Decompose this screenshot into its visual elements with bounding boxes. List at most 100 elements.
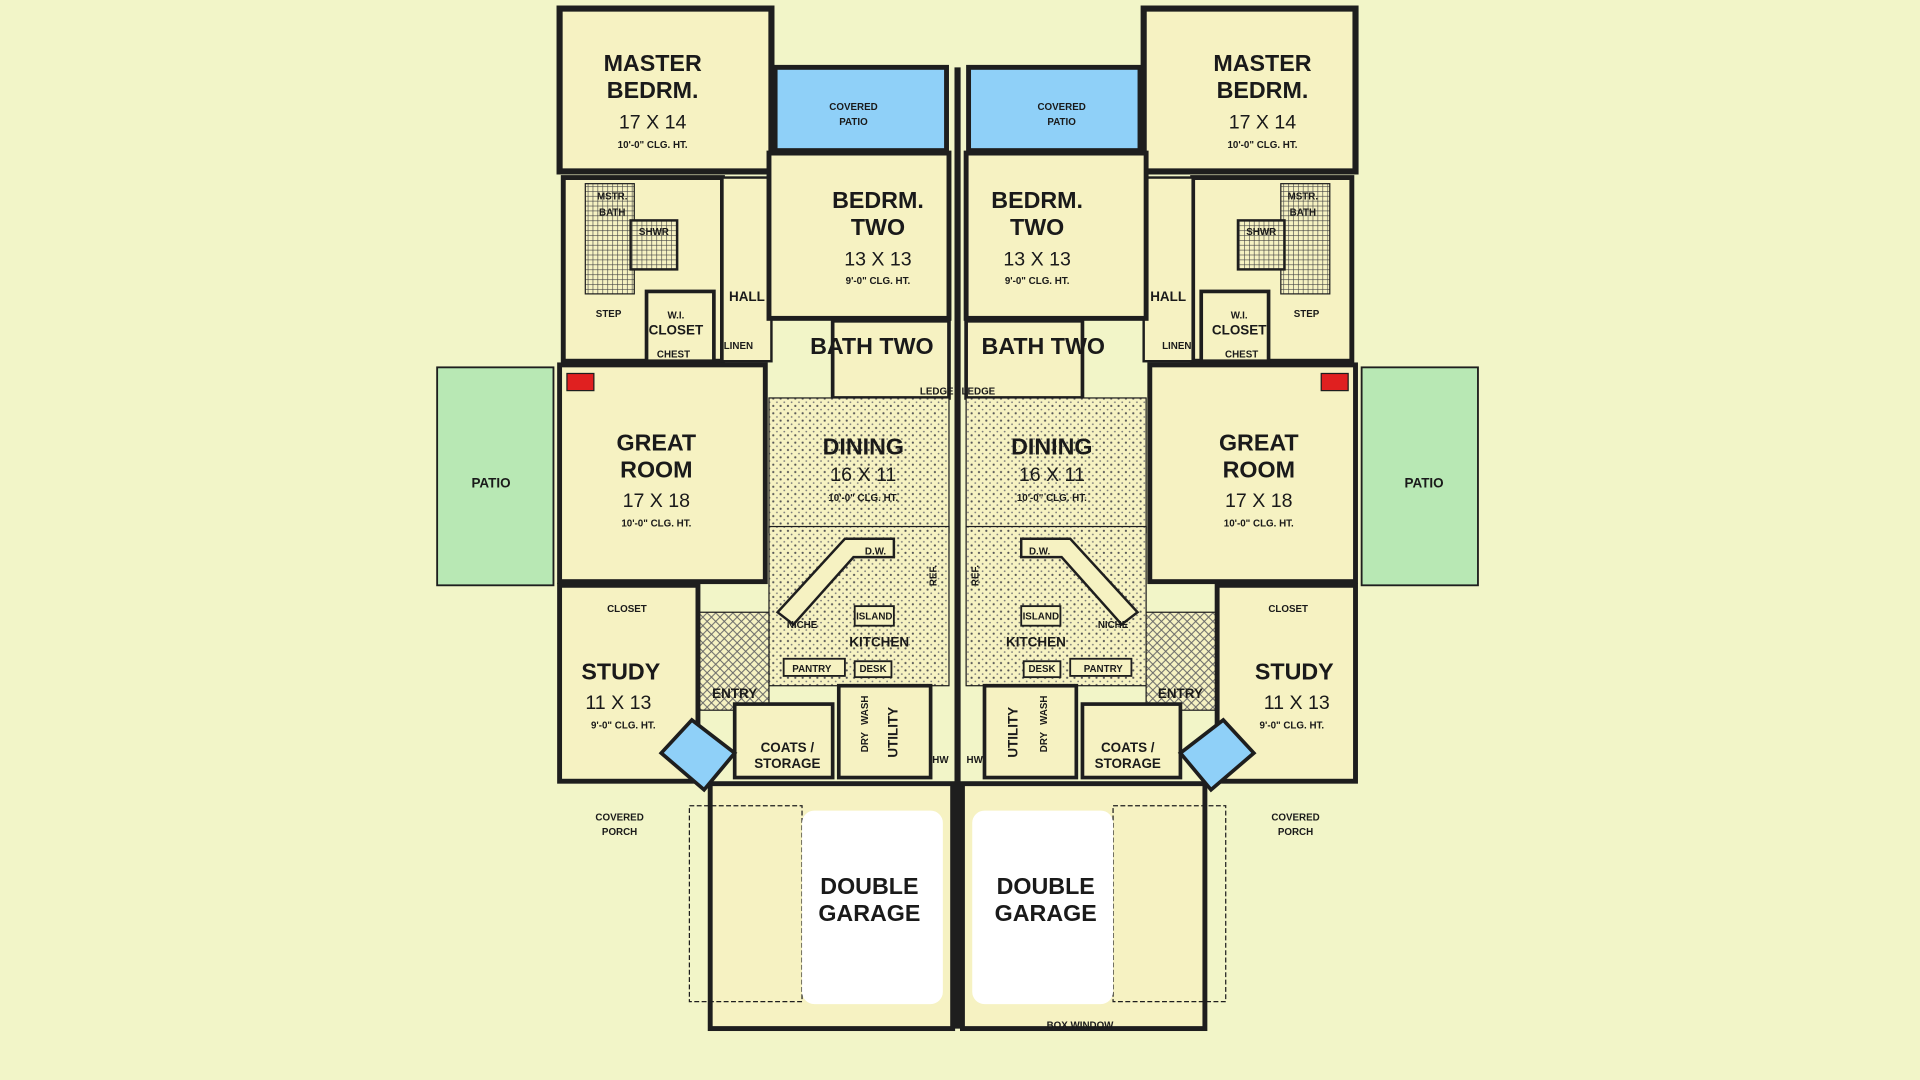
dining-clg-label: 10'-0" CLG. HT. — [828, 493, 898, 504]
covered-porch-right — [1177, 717, 1257, 793]
linen-label: LINEN — [1162, 341, 1191, 352]
kitchen-ref-label: REF. — [929, 565, 940, 586]
kitchen-dw-label: D.W. — [1029, 547, 1050, 558]
kitchen-counter-right — [1020, 537, 1140, 627]
desk-left — [853, 660, 893, 679]
master-dim-label: 17 X 14 — [1229, 112, 1297, 134]
wi-closet-l1-label: W.I. — [667, 310, 684, 321]
utility-dry-label: DRY — [1039, 731, 1050, 752]
study-name-label: STUDY — [581, 659, 660, 685]
bath-two-left — [830, 318, 951, 400]
patio-label: PATIO — [471, 475, 510, 490]
hall-right — [1142, 176, 1194, 363]
bedroom-two-name2-label: TWO — [851, 214, 905, 240]
utility-hw-label: HW — [967, 755, 984, 766]
master-bath-floor-right — [1280, 183, 1331, 295]
dining-name-label: DINING — [1011, 433, 1092, 459]
coats-l1-label: COATS / — [1101, 740, 1155, 755]
kitchen-dw-label: D.W. — [865, 547, 886, 558]
wi-closet-chest-label: CHEST — [1225, 350, 1258, 361]
coats-l2-label: STORAGE — [1095, 756, 1161, 771]
bedroom-two-clg-label: 9'-0" CLG. HT. — [846, 276, 911, 287]
bath-two-right — [964, 318, 1085, 400]
shower-right — [1236, 219, 1286, 271]
kitchen-niche-label: NICHE — [1098, 620, 1129, 631]
great-room-dim-label: 17 X 18 — [623, 490, 691, 512]
master-bath-l2-label: BATH — [1290, 208, 1316, 219]
dining-dim-label: 16 X 11 — [830, 464, 896, 486]
bedroom-two-name1-label: BEDRM. — [832, 187, 924, 213]
island-left — [853, 605, 895, 627]
bedroom-two-clg-label: 9'-0" CLG. HT. — [1005, 276, 1070, 287]
master-name1-label: MASTER — [604, 50, 702, 76]
master-bath-step-label: STEP — [596, 309, 622, 320]
great-room-dim-label: 17 X 18 — [1225, 490, 1293, 512]
covered-porch-l2-label: PORCH — [602, 827, 637, 838]
master-clg-label: 10'-0" CLG. HT. — [618, 140, 688, 151]
master-bath-shower-label: SHWR — [639, 227, 669, 238]
coats-l2-label: STORAGE — [754, 756, 820, 771]
study-name-label: STUDY — [1255, 659, 1334, 685]
hall-left — [721, 176, 773, 363]
garage-l1-label: DOUBLE — [820, 873, 918, 899]
great-room-name1-label: GREAT — [616, 430, 696, 456]
wi-closet-right — [1199, 289, 1271, 364]
master-bath-l1-label: MSTR. — [1288, 192, 1319, 203]
utility-name-label: UTILITY — [1006, 707, 1021, 758]
entry-left — [697, 611, 770, 711]
dining-right — [965, 397, 1147, 534]
wi-closet-l2-label: CLOSET — [1212, 322, 1267, 337]
master-name1-label: MASTER — [1213, 50, 1311, 76]
patio-label: PATIO — [1405, 475, 1444, 490]
study-clg-label: 9'-0" CLG. HT. — [1260, 721, 1325, 732]
wi-closet-l1-label: W.I. — [1231, 310, 1248, 321]
garage-l2-label: GARAGE — [995, 900, 1097, 926]
kitchen-pantry-label: PANTRY — [1084, 664, 1124, 675]
dining-left — [768, 397, 950, 534]
ledge-label: LEDGE — [920, 386, 954, 397]
study-closet-label: CLOSET — [607, 604, 647, 615]
patio-right — [1360, 366, 1479, 587]
bath-two-label: BATH TWO — [810, 333, 934, 359]
great-room-clg-label: 10'-0" CLG. HT. — [1224, 519, 1294, 530]
covered-patio-l1-label: COVERED — [829, 102, 877, 113]
master-name2-label: BEDRM. — [1217, 77, 1309, 103]
great-room-right — [1147, 362, 1358, 585]
entry-right — [1145, 611, 1218, 711]
kitchen-name-label: KITCHEN — [849, 635, 909, 650]
covered-patio-l1-label: COVERED — [1037, 102, 1085, 113]
garage-floor-left — [802, 810, 943, 1005]
garage-l1-label: DOUBLE — [997, 873, 1095, 899]
utility-hw-label: HW — [932, 755, 949, 766]
coats-l1-label: COATS / — [761, 740, 815, 755]
coats-storage-right — [1080, 702, 1183, 780]
utility-name-label: UTILITY — [886, 707, 901, 758]
master-bedroom-left — [556, 5, 775, 175]
master-bath-l2-label: BATH — [599, 208, 625, 219]
garage-floor-right — [972, 810, 1114, 1005]
bedroom-two-name2-label: TWO — [1010, 214, 1064, 240]
covered-porch-left — [658, 717, 738, 793]
hall-label: HALL — [729, 289, 765, 304]
wi-closet-chest-label: CHEST — [657, 350, 690, 361]
covered-patio-l2-label: PATIO — [839, 117, 868, 128]
great-room-clg-label: 10'-0" CLG. HT. — [621, 519, 691, 530]
study-clg-label: 9'-0" CLG. HT. — [591, 721, 656, 732]
unit-right — [960, 5, 1479, 1032]
kitchen-island-label: ISLAND — [856, 612, 892, 623]
bedroom-two-right — [963, 150, 1149, 321]
unit-left — [436, 5, 956, 1032]
covered-patio-l2-label: PATIO — [1047, 117, 1076, 128]
master-name2-label: BEDRM. — [607, 77, 699, 103]
bedroom-two-left — [766, 150, 952, 321]
bedroom-two-name1-label: BEDRM. — [991, 187, 1083, 213]
entry-label: ENTRY — [712, 686, 757, 701]
covered-patio-right — [966, 64, 1143, 154]
study-dim-label: 11 X 13 — [1264, 692, 1330, 714]
shower-left — [629, 219, 679, 271]
covered-porch-l2-label: PORCH — [1278, 827, 1313, 838]
great-room-left — [557, 362, 768, 585]
dining-name-label: DINING — [823, 433, 904, 459]
